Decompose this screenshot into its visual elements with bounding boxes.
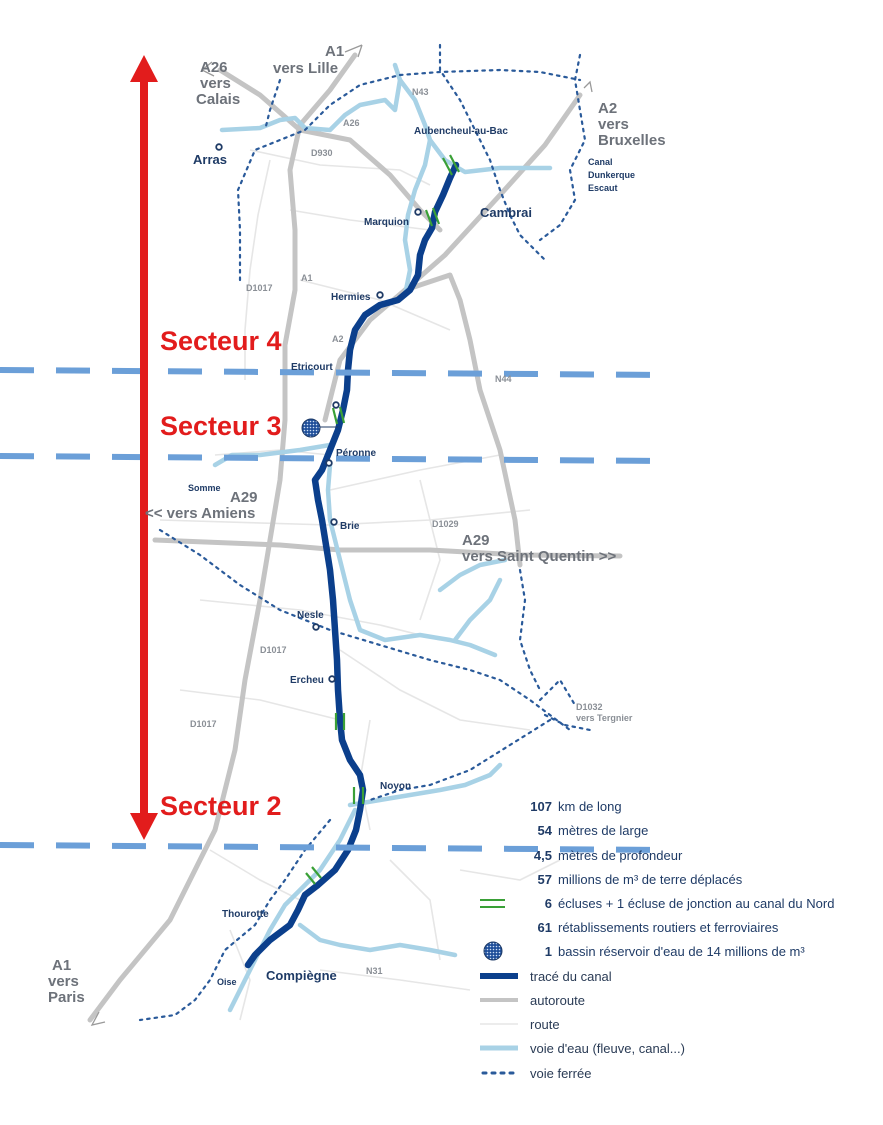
highway-arrows xyxy=(90,44,593,1026)
hermies-label: Hermies xyxy=(331,292,371,303)
sector-2-label: Secteur 2 xyxy=(160,791,282,821)
a29-west-label: A29 xyxy=(230,489,258,506)
sector-3-label: Secteur 3 xyxy=(160,411,282,441)
sector-extent-arrow xyxy=(130,55,158,840)
town-dots xyxy=(215,143,422,683)
legend-text-5: rétablissements routiers et ferroviaires xyxy=(558,920,779,935)
a29-saint-quentin-label: vers Saint Quentin >> xyxy=(462,548,616,565)
legend-text-0: km de long xyxy=(558,799,622,814)
canal-dke-label-2: Dunkerque xyxy=(588,170,635,180)
a1-paris-label: Paris xyxy=(48,989,85,1006)
basin-legend-icon xyxy=(483,941,503,961)
legend-text-9: route xyxy=(530,1017,560,1032)
n43-label: N43 xyxy=(412,87,429,97)
cambrai-label: Cambrai xyxy=(480,205,532,220)
oise-label: Oise xyxy=(217,977,237,987)
n31-label: N31 xyxy=(366,966,383,976)
legend-text-4: écluses + 1 écluse de jonction au canal … xyxy=(558,896,834,911)
a26-road-label: A26 xyxy=(343,118,360,128)
legend-text-2: mètres de profondeur xyxy=(558,848,683,863)
a26-calais-label: Calais xyxy=(196,91,240,108)
highways xyxy=(87,52,623,1023)
legend-num-4: 6 xyxy=(545,896,552,911)
a29-amiens-label: << vers Amiens xyxy=(145,505,255,522)
a2-label: A2 xyxy=(598,100,617,117)
lock-legend-icon xyxy=(480,899,505,908)
minor-roads xyxy=(159,149,561,1021)
a1-vers-label: vers xyxy=(48,973,79,990)
noyon-label: Noyon xyxy=(380,781,411,792)
a1-south-label: A1 xyxy=(52,957,71,974)
a29-east-label: A29 xyxy=(462,532,490,549)
peronne-label: Péronne xyxy=(336,448,376,459)
legend-text-6: bassin réservoir d'eau de 14 millions de… xyxy=(558,944,805,959)
legend-num-5: 61 xyxy=(538,920,552,935)
marquion-label: Marquion xyxy=(364,217,409,228)
legend-num-0: 107 xyxy=(530,799,552,814)
thourotte-label: Thourotte xyxy=(222,909,269,920)
legend-text-8: autoroute xyxy=(530,993,585,1008)
legend: 107 km de long 54 mètres de large 4,5 mè… xyxy=(480,799,834,1081)
a1-road-label: A1 xyxy=(301,273,313,283)
nesle-label: Nesle xyxy=(297,610,324,621)
sector-4-label: Secteur 4 xyxy=(160,326,282,356)
a2-road-label: A2 xyxy=(332,334,344,344)
railways xyxy=(138,43,592,1022)
locks xyxy=(305,154,460,885)
a26-vers-label: vers xyxy=(200,75,231,92)
legend-text-10: voie d'eau (fleuve, canal...) xyxy=(530,1041,685,1056)
canal-dke-label-3: Escaut xyxy=(588,183,618,193)
etricourt-label: Etricourt xyxy=(291,362,333,373)
ercheu-label: Ercheu xyxy=(290,675,324,686)
d1032-tergnier-label: vers Tergnier xyxy=(576,713,633,723)
a1-north-label: A1 xyxy=(325,43,344,60)
arras-label: Arras xyxy=(193,152,227,167)
brie-label: Brie xyxy=(340,521,360,532)
legend-text-1: mètres de large xyxy=(558,823,648,838)
legend-text-11: voie ferrée xyxy=(530,1066,591,1081)
d1017-mid-label: D1017 xyxy=(260,645,287,655)
a2-bruxelles-label: Bruxelles xyxy=(598,132,666,149)
canal-trace xyxy=(244,161,460,969)
n44-label: N44 xyxy=(495,374,512,384)
reservoir-basin-marker xyxy=(301,418,338,438)
compiegne-label: Compiègne xyxy=(266,968,337,983)
d1029-label: D1029 xyxy=(432,519,459,529)
legend-num-1: 54 xyxy=(538,823,553,838)
somme-label: Somme xyxy=(188,483,221,493)
legend-text-3: millions de m³ de terre déplacés xyxy=(558,872,743,887)
legend-num-3: 57 xyxy=(538,872,552,887)
d1017-low-label: D1017 xyxy=(190,719,217,729)
legend-num-6: 1 xyxy=(545,944,552,959)
legend-text-7: tracé du canal xyxy=(530,969,612,984)
aubencheul-label: Aubencheul-au-Bac xyxy=(414,126,508,137)
d1032-label: D1032 xyxy=(576,702,603,712)
a2-vers-label: vers xyxy=(598,116,629,133)
a26-label: A26 xyxy=(200,59,228,76)
a1-lille-label: vers Lille xyxy=(273,60,338,77)
d1017-top-label: D1017 xyxy=(246,283,273,293)
d930-label: D930 xyxy=(311,148,333,158)
legend-num-2: 4,5 xyxy=(534,848,552,863)
canal-dke-label-1: Canal xyxy=(588,157,613,167)
